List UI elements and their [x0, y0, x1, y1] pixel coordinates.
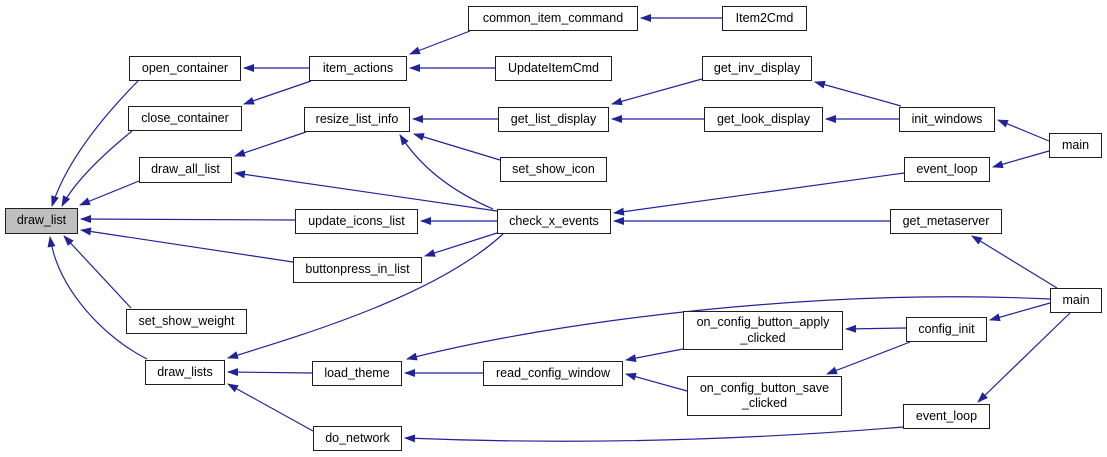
graph-node-on_config_button_apply_clicked[interactable]: on_config_button_apply _clicked [683, 311, 843, 350]
call-edge-check_x_events-to-resize_list_info [399, 134, 494, 210]
call-edge-event_loop_bottom-to-do_network [404, 426, 904, 443]
graph-node-check_x_events[interactable]: check_x_events [497, 209, 611, 234]
call-edge-update_icons_list-to-draw_list [80, 215, 296, 224]
graph-node-get_look_display[interactable]: get_look_display [704, 107, 823, 132]
call-edge-set_show_icon-to-resize_list_info [413, 133, 501, 161]
call-edge-resize_list_info-to-draw_all_list [234, 131, 307, 157]
call-edge-check_x_events-to-draw_all_list [234, 170, 498, 212]
graph-node-draw_list: draw_list [5, 208, 78, 234]
graph-node-draw_all_list[interactable]: draw_all_list [139, 157, 232, 183]
call-edge-get_inv_display-to-get_list_display [611, 78, 703, 106]
call-edge-do_network-to-draw_lists [227, 383, 314, 432]
call-edge-common_item_command-to-item_actions [409, 30, 471, 55]
graph-node-get_list_display[interactable]: get_list_display [498, 107, 609, 132]
graph-node-main_bottom[interactable]: main [1050, 288, 1102, 313]
call-edge-check_x_events-to-draw_lists [227, 233, 504, 359]
graph-node-get_inv_display[interactable]: get_inv_display [702, 56, 812, 81]
graph-node-get_metaserver[interactable]: get_metaserver [890, 209, 1002, 234]
graph-node-update_icons_list[interactable]: update_icons_list [295, 209, 418, 234]
call-edge-buttonpress_in_list-to-draw_list [80, 227, 294, 263]
graph-node-set_show_weight[interactable]: set_show_weight [126, 309, 247, 334]
graph-node-resize_list_info[interactable]: resize_list_info [304, 107, 410, 132]
call-edge-config_init-to-on_config_button_apply_clicked [845, 324, 907, 333]
graph-node-draw_lists[interactable]: draw_lists [145, 360, 225, 385]
call-edge-main_bottom-to-event_loop_bottom [977, 312, 1071, 403]
graph-node-init_windows[interactable]: init_windows [899, 107, 995, 132]
call-edge-main_top-to-init_windows [997, 119, 1050, 142]
graph-node-read_config_window[interactable]: read_config_window [483, 361, 623, 386]
call-edge-close_container-to-draw_list [61, 130, 133, 207]
call-edge-main_top-to-event_loop_top [992, 150, 1050, 169]
graph-node-close_container[interactable]: close_container [128, 106, 242, 131]
call-edge-event_loop_top-to-check_x_events [613, 172, 905, 216]
call-edge-load_theme-to-draw_lists [227, 368, 313, 377]
graph-node-Item2Cmd[interactable]: Item2Cmd [722, 6, 807, 31]
call-edge-init_windows-to-get_inv_display [814, 80, 902, 107]
graph-node-event_loop_top[interactable]: event_loop [904, 157, 990, 182]
call-edge-main_bottom-to-get_metaserver [971, 235, 1058, 289]
call-edge-open_container-to-draw_list [51, 80, 139, 207]
graph-node-common_item_command[interactable]: common_item_command [468, 6, 638, 31]
graph-node-config_init[interactable]: config_init [906, 317, 987, 342]
graph-node-main_top[interactable]: main [1049, 133, 1102, 158]
graph-node-load_theme[interactable]: load_theme [312, 361, 402, 386]
graph-node-set_show_icon[interactable]: set_show_icon [500, 157, 607, 182]
graph-node-open_container[interactable]: open_container [129, 56, 241, 81]
graph-node-UpdateItemCmd[interactable]: UpdateItemCmd [495, 56, 612, 81]
call-edge-main_bottom-to-config_init [989, 302, 1051, 322]
graph-node-do_network[interactable]: do_network [313, 426, 402, 451]
call-edge-item_actions-to-close_container [243, 80, 312, 105]
call-edge-draw_lists-to-draw_list [47, 236, 148, 360]
graph-node-event_loop_bottom[interactable]: event_loop [903, 404, 990, 429]
graph-node-buttonpress_in_list[interactable]: buttonpress_in_list [293, 257, 422, 283]
call-edge-check_x_events-to-buttonpress_in_list [424, 232, 498, 257]
graph-node-item_actions[interactable]: item_actions [309, 56, 407, 81]
call-edge-on_config_button_apply_clicked-to-read_config_window [625, 348, 684, 363]
call-edge-set_show_weight-to-draw_list [63, 235, 132, 309]
graph-node-on_config_button_save_clicked[interactable]: on_config_button_save _clicked [687, 376, 842, 416]
call-edge-on_config_button_save_clicked-to-read_config_window [625, 372, 688, 392]
call-edge-draw_all_list-to-draw_list [79, 180, 140, 206]
